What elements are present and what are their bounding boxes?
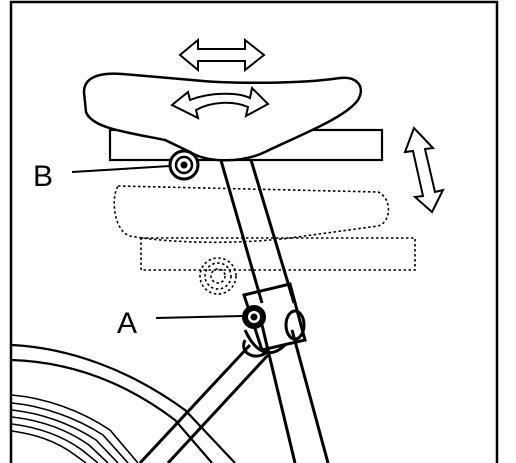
double-arrow-horizontal-icon (178, 37, 266, 73)
saddle (82, 72, 363, 162)
diagram-frame (9, 0, 499, 463)
seat-clamp-collar (242, 282, 307, 358)
curved-double-arrow-icon (170, 85, 270, 120)
bolt-a (242, 305, 266, 329)
leader-line-a (155, 315, 243, 319)
label-b: B (33, 160, 53, 193)
double-arrow-vertical-icon (403, 126, 445, 214)
label-a: A (117, 307, 137, 340)
seat-stay-tube (138, 343, 270, 463)
leader-line-b (71, 165, 171, 173)
saddle-lowered-position (113, 185, 416, 295)
rear-wheel (11, 343, 236, 463)
bolt-b (168, 149, 200, 181)
